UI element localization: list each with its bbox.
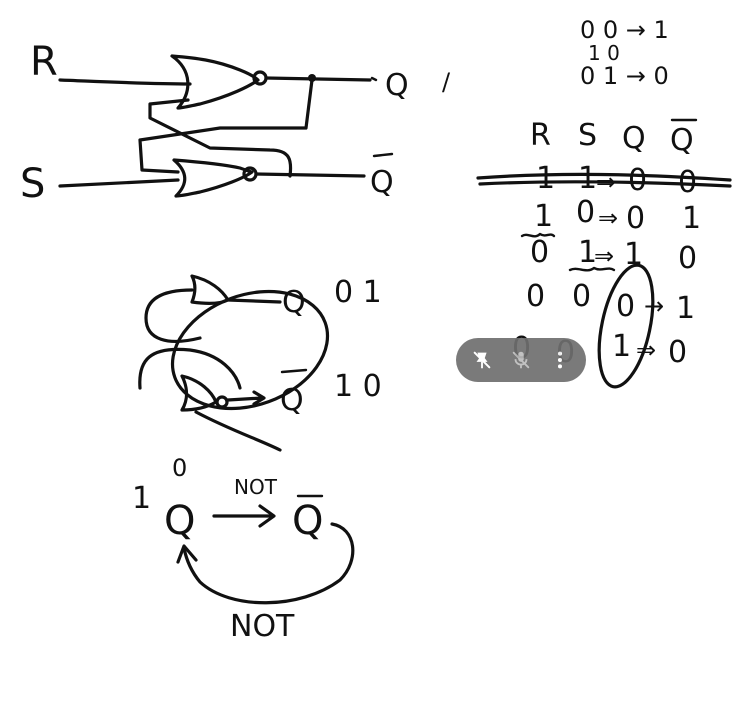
more-options-button[interactable]: [542, 342, 578, 378]
sketch-q-values: 0 1: [334, 275, 382, 310]
mic-off-icon: [512, 351, 530, 369]
row2-qbar: 0: [678, 241, 697, 276]
cross-coupled-sketch: Q 0 1 Q 1 0: [138, 274, 382, 452]
floating-toolbar: [456, 338, 586, 382]
rule-line-1: 0 0 → 1: [580, 16, 669, 44]
sketch-upper-out: [226, 298, 282, 304]
row2-q: 1: [624, 237, 643, 272]
loop-not-top: NOT: [234, 475, 278, 499]
q-output-wire: [264, 76, 372, 82]
header-qbar: Q: [670, 123, 694, 158]
qbar-feedback-wire: [148, 98, 293, 178]
header-s: S: [578, 118, 597, 153]
sketch-tail: [194, 410, 282, 452]
lower-nor-gate: [172, 158, 254, 198]
sketch-qbar-bar: [280, 368, 308, 374]
qbar-bar: [372, 152, 394, 158]
row3-r: 0: [526, 279, 545, 314]
output-qbar-label: Q: [370, 165, 394, 200]
input-s-label: S: [20, 161, 45, 207]
mute-button[interactable]: [503, 342, 539, 378]
q-tick: [370, 76, 378, 82]
rule-line-2: 1 0: [588, 41, 620, 65]
loop-not-arrow: [212, 504, 276, 528]
sketch-lower-arrow: [226, 390, 266, 406]
sketch-ellipse: [170, 289, 330, 411]
q-junction: [308, 74, 316, 82]
qbar-output-wire: [254, 172, 366, 178]
row0-s: 1: [578, 161, 597, 196]
pin-off-icon: [473, 351, 490, 369]
sketch-qbar-values: 1 0: [334, 369, 382, 404]
loop-q-left-value: 1: [132, 481, 151, 516]
header-r: R: [530, 118, 551, 153]
r-input-wire: [58, 78, 192, 86]
table-row: 0 1 ⇒ 1 0: [520, 232, 697, 276]
table-row: 1 1 ⇒ 0 0: [476, 161, 732, 200]
input-r-label: R: [30, 39, 58, 85]
table-row: 0 0 0 → 1: [526, 279, 695, 326]
row3-qbar: 1: [676, 291, 695, 326]
row0-q: 0: [628, 163, 647, 198]
output-q-label: Q: [385, 68, 409, 103]
loop-q-label: Q: [164, 498, 195, 544]
sketch-lower-gate: [180, 374, 218, 412]
unpin-button[interactable]: [464, 342, 500, 378]
sketch-q-label: Q: [282, 285, 306, 320]
row1-qbar: 1: [682, 201, 701, 236]
row2-underline: [568, 266, 616, 272]
row2-squiggle: [520, 232, 556, 238]
strike-line-2: [478, 180, 732, 188]
rule-line-3: 0 1 → 0: [580, 62, 669, 90]
more-vert-icon: [558, 351, 563, 369]
table-row: 1 0 ⇒ 0 1: [534, 195, 701, 236]
row2-arrow: ⇒: [594, 242, 614, 270]
loop-qbar-label: Q: [292, 498, 323, 544]
sketch-upper-loop: [144, 288, 202, 343]
row4-qbar: 0: [668, 335, 687, 370]
sketch-lower-loop: [138, 347, 242, 390]
loop-return-curve: [182, 522, 355, 605]
strike-line-1: [476, 172, 732, 182]
s-input-wire: [58, 178, 180, 188]
row0-qbar: 0: [678, 165, 697, 200]
row1-arrow: ⇒: [598, 204, 618, 232]
loop-return-arrowhead: [176, 544, 198, 564]
row0-r: 1: [536, 161, 555, 196]
rules-legend: 0 0 → 1 1 0 0 1 → 0: [580, 16, 669, 90]
row1-r: 1: [534, 199, 553, 234]
sketch-upper-gate: [190, 274, 230, 305]
row4-q: 1: [612, 329, 631, 364]
row2-r: 0: [530, 235, 549, 270]
sketch-lower-bubble: [215, 395, 229, 409]
q-column-circle: [597, 263, 655, 389]
row3-s: 0: [572, 279, 591, 314]
row2-s: 1: [578, 235, 597, 270]
sr-latch-circuit: R S Q / Q: [20, 39, 451, 207]
not-loop-diagram: 1 0 Q NOT Q NOT: [132, 454, 355, 644]
loop-q-top-value: 0: [172, 454, 187, 482]
truth-table: R S Q Q 1 1 ⇒ 0 0 1 0 ⇒ 0 1 0 1 ⇒ 1: [476, 118, 732, 389]
header-q: Q: [622, 121, 646, 156]
loop-not-bottom: NOT: [230, 609, 295, 644]
tick-mark: /: [442, 68, 451, 96]
row1-s: 0: [576, 195, 595, 230]
row1-q: 0: [626, 201, 645, 236]
row3-q: 0: [616, 289, 635, 324]
sketch-qbar-label: Q: [280, 383, 304, 418]
